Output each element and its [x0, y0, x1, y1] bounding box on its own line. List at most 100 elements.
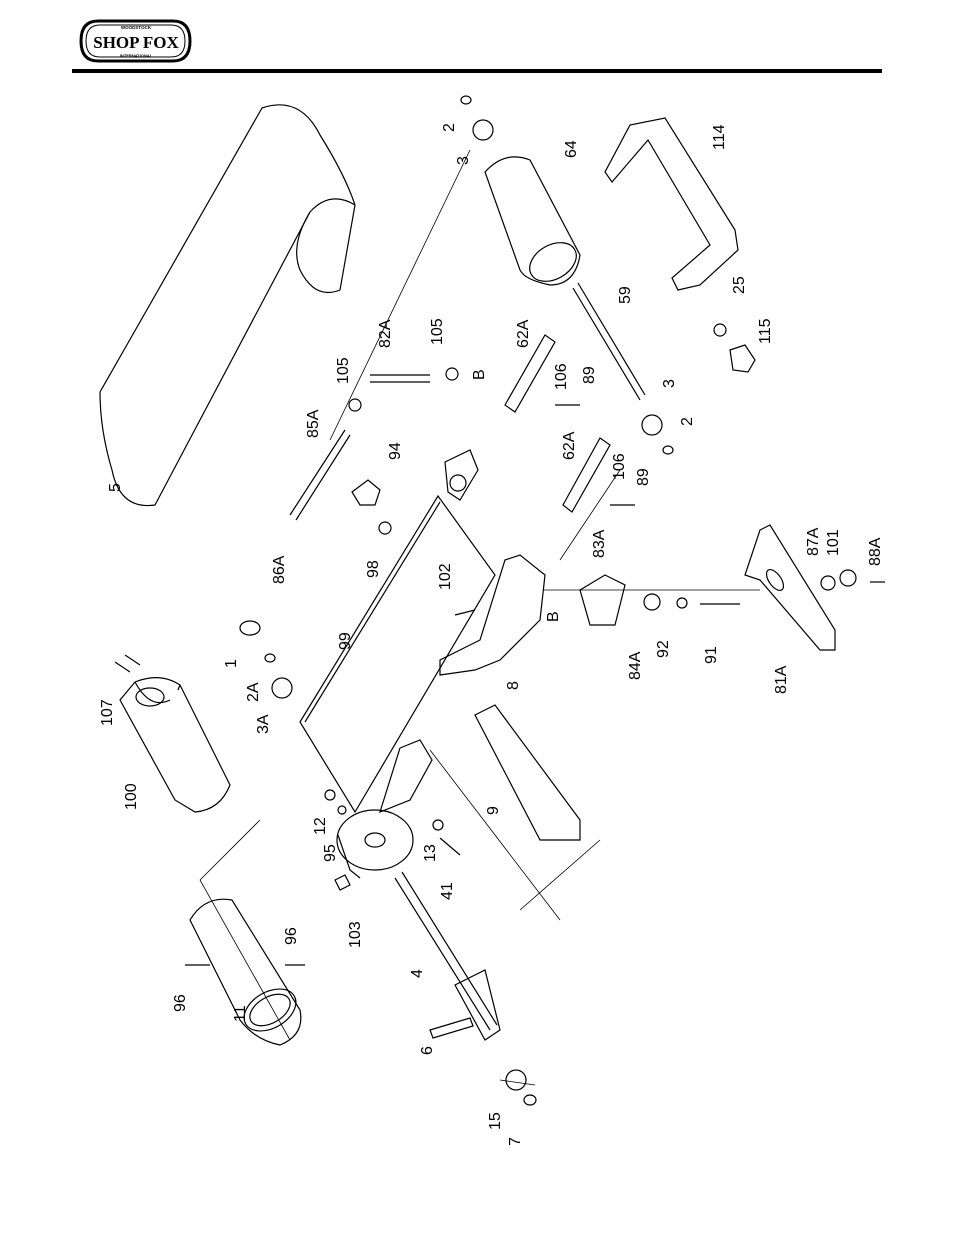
platen-drawing — [299, 494, 496, 814]
label-4: 4 — [409, 969, 426, 978]
label-6: 6 — [419, 1046, 436, 1055]
label-86A: 86A — [271, 555, 288, 584]
label-94: 94 — [387, 442, 404, 460]
label-3-top: 3 — [455, 156, 472, 165]
label-81A: 81A — [773, 665, 790, 694]
label-95: 95 — [322, 844, 339, 862]
label-106-bottom: 106 — [611, 453, 628, 480]
label-83A: 83A — [591, 529, 608, 558]
label-7: 7 — [507, 1137, 524, 1146]
label-B-bottom: B — [545, 611, 562, 622]
label-25: 25 — [731, 276, 748, 294]
rod-82A-drawing — [370, 374, 430, 383]
nut-105-right-drawing — [445, 367, 459, 381]
label-106-top: 106 — [553, 363, 570, 390]
label-99: 99 — [337, 632, 354, 650]
pivot-bracket-drawing — [579, 574, 626, 626]
drive-drum-drawing — [189, 898, 302, 1046]
label-B-top: B — [471, 369, 488, 380]
label-8: 8 — [505, 681, 522, 690]
table-drawing — [474, 704, 581, 841]
label-89-bottom: 89 — [635, 468, 652, 486]
key-6-drawing — [429, 1017, 474, 1039]
label-3A: 3A — [255, 714, 272, 734]
washer-87A-drawing — [820, 575, 836, 591]
screws-107-drawing — [114, 654, 141, 673]
label-11: 11 — [232, 1005, 249, 1022]
washer-25-drawing — [713, 323, 727, 337]
label-1: 1 — [223, 659, 240, 668]
knob-94-drawing — [351, 479, 381, 506]
logo-top-text: WOODSTOCK — [121, 25, 152, 30]
guide-62A-top-drawing — [504, 334, 556, 413]
rod-85A-drawing — [289, 429, 351, 521]
label-59: 59 — [617, 286, 634, 304]
guide-62A-bottom-drawing — [562, 437, 611, 513]
label-96-left: 96 — [172, 994, 189, 1012]
label-101: 101 — [825, 529, 842, 556]
assembly-center-lines — [199, 149, 760, 1086]
header-rule — [72, 69, 882, 73]
bearing-3A-drawing — [271, 677, 293, 699]
washer-92-drawing — [676, 597, 688, 609]
ring-2A-drawing — [264, 653, 276, 663]
label-103: 103 — [347, 921, 364, 948]
label-87A: 87A — [805, 527, 822, 556]
shop-fox-logo: WOODSTOCK SHOP FOX INTERNATIONAL — [79, 19, 192, 63]
exploded-parts-diagram: 1 2 2 2A 3 3 3A 4 5 6 7 8 9 11 12 13 15 … — [99, 95, 885, 1146]
label-62A-bottom: 62A — [561, 431, 578, 460]
label-9: 9 — [485, 806, 502, 815]
label-107: 107 — [99, 699, 116, 726]
stand-bracket-drawing — [744, 524, 836, 651]
bearing-15-drawing — [505, 1069, 527, 1091]
label-96-right: 96 — [283, 927, 300, 945]
washer-13-drawing — [432, 819, 444, 831]
label-13: 13 — [422, 844, 439, 862]
handle-drawing — [604, 117, 739, 291]
label-64: 64 — [563, 140, 580, 158]
label-102: 102 — [437, 563, 454, 590]
frame-drawing — [379, 449, 546, 814]
drive-shaft-drawing — [394, 871, 501, 1041]
ring-7-drawing — [523, 1094, 537, 1106]
nut-84A-drawing — [643, 593, 661, 611]
pin-102-drawing — [454, 609, 476, 616]
label-105-left: 105 — [335, 357, 352, 384]
idler-shaft-drawing — [572, 282, 646, 401]
motor-plate-drawing — [336, 809, 414, 879]
cap-1-drawing — [239, 620, 261, 636]
sanding-belt-drawing — [99, 104, 356, 507]
belt-guard-drawing — [119, 677, 231, 813]
ring-2-top-drawing — [460, 95, 472, 105]
label-5: 5 — [107, 483, 124, 492]
label-12: 12 — [312, 817, 329, 835]
bolt-41-drawing — [439, 837, 461, 856]
label-84A: 84A — [627, 651, 644, 680]
label-115: 115 — [757, 318, 774, 344]
nut-105-left-drawing — [348, 398, 362, 412]
label-89-top: 89 — [581, 366, 598, 384]
ring-2-mid-drawing — [662, 445, 674, 455]
washer-95-drawing — [337, 805, 347, 815]
label-91: 91 — [703, 646, 720, 664]
label-82A: 82A — [377, 319, 394, 348]
idler-drum-drawing — [484, 156, 581, 286]
bearing-3-mid-drawing — [641, 414, 663, 436]
label-2-mid: 2 — [679, 417, 696, 426]
label-100: 100 — [123, 783, 140, 810]
logo-bottom-text: INTERNATIONAL — [120, 53, 153, 58]
label-41: 41 — [439, 882, 456, 900]
label-88A: 88A — [867, 537, 884, 566]
label-2A: 2A — [245, 682, 262, 702]
label-114: 114 — [711, 124, 728, 150]
screw-12-drawing — [324, 789, 336, 801]
label-98: 98 — [365, 560, 382, 578]
bearing-3-top-drawing — [472, 119, 494, 141]
label-105-right: 105 — [429, 318, 446, 345]
label-85A: 85A — [305, 409, 322, 438]
label-15: 15 — [487, 1112, 504, 1130]
label-62A-top: 62A — [515, 319, 532, 348]
label-3-mid: 3 — [661, 379, 678, 388]
washer-101-drawing — [839, 569, 857, 587]
